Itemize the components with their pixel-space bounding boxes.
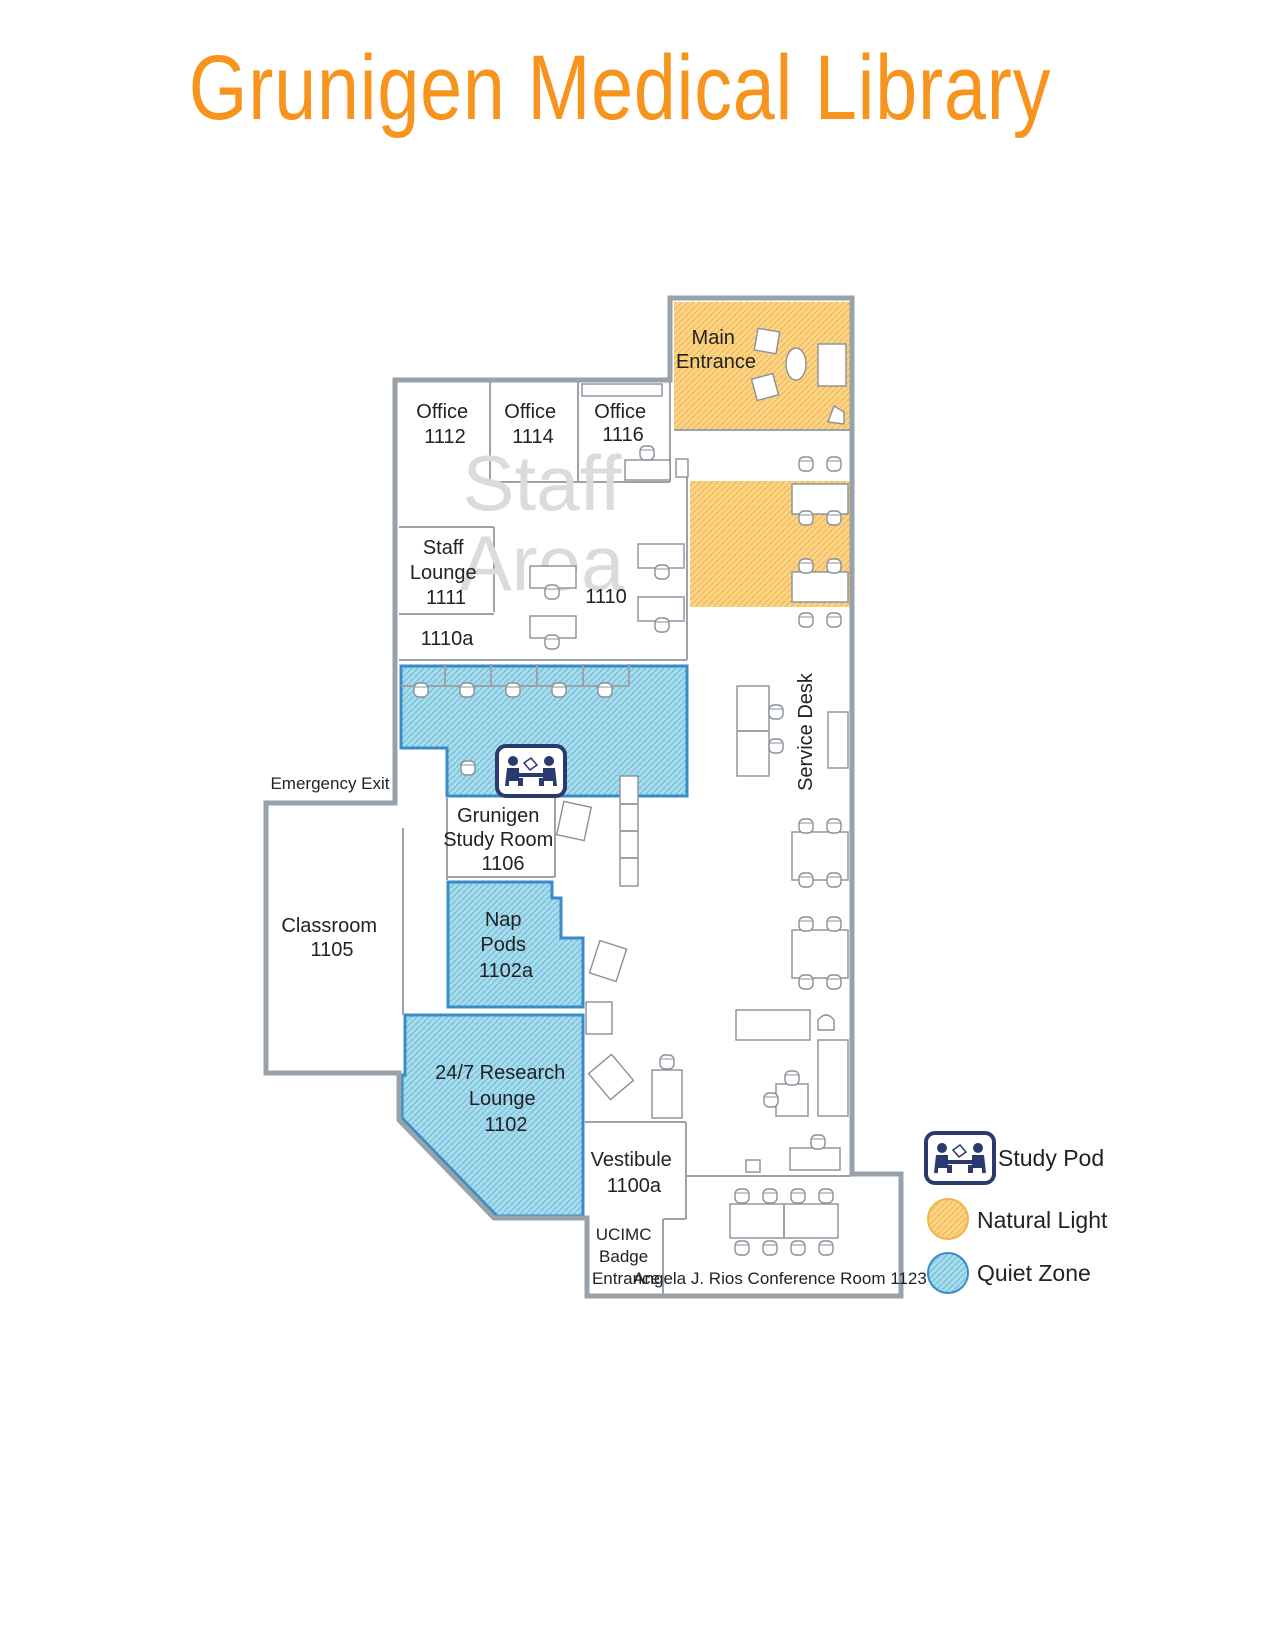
label-study-room: Grunigen Study Room 1106 [443,805,559,875]
label-emergency-exit: Emergency Exit [270,774,389,793]
label-research-lounge: 24/7 Research Lounge 1102 [435,1062,571,1136]
map-legend: Study Pod Natural Light Quiet Zone [924,1131,1108,1294]
label-badge-entrance: UCIMC Badge Entrance [592,1225,660,1288]
quiet-zone-swatch [927,1252,969,1294]
outer-wall [263,295,904,1299]
label-office-1114: Office 1114 [504,401,561,448]
label-service-desk: Service Desk [795,672,817,791]
label-vestibule: Vestibule 1100a [591,1149,678,1197]
label-nap-pods: Nap Pods 1102a [479,909,534,982]
legend-natural-light-label: Natural Light [977,1207,1108,1233]
interior-walls [399,380,850,1294]
label-office-1116: Office 1116 [594,401,651,446]
label-office-1112: Office 1112 [416,401,473,448]
label-main-entrance: Main Entrance [676,327,756,373]
label-conference-room: Angela J. Rios Conference Room 1123 [633,1269,927,1288]
label-room-1110: 1110 [585,586,627,608]
furniture [401,327,849,1256]
quiet-zone-research-lounge [400,1013,585,1218]
page-title: Grunigen Medical Library [188,37,1052,139]
label-staff-lounge: Staff Lounge 1111 [410,537,482,609]
legend-study-pod-label: Study Pod [998,1145,1104,1171]
natural-light-swatch [927,1198,969,1240]
legend-quiet-zone-label: Quiet Zone [977,1260,1091,1286]
label-room-1110a: 1110a [421,628,475,650]
study-pod-icon [495,744,567,798]
legend-study-pod-icon [924,1131,996,1185]
quiet-zone-nap-pods [446,880,585,1009]
label-classroom: Classroom 1105 [281,915,382,961]
staff-area-watermark-2: Area [460,519,625,607]
staff-area-watermark: Staff [462,439,621,527]
